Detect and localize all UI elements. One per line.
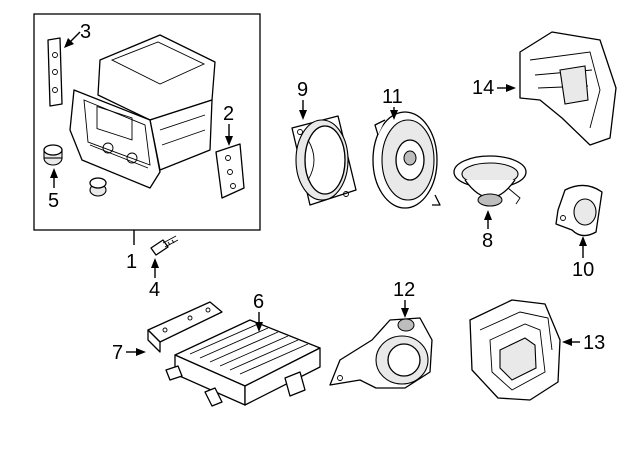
callout-7: 7 — [112, 342, 123, 364]
callout-14: 14 — [472, 77, 494, 99]
head-unit-assembly-box — [33, 13, 261, 231]
callout-6: 6 — [253, 291, 264, 313]
amplifier-6 — [165, 319, 321, 407]
mid-speaker-with-bracket-12 — [329, 317, 433, 389]
right-mounting-bracket — [215, 143, 245, 199]
subwoofer-enclosure-13 — [469, 299, 561, 401]
callout-3: 3 — [80, 21, 91, 43]
callout-2: 2 — [223, 103, 234, 125]
callout-11: 11 — [382, 86, 403, 108]
tweeter-speaker-8 — [453, 155, 527, 207]
front-door-speaker-9 — [291, 115, 357, 206]
callout-13: 13 — [583, 332, 605, 354]
left-mounting-bracket — [47, 37, 63, 107]
callout-5: 5 — [48, 190, 59, 212]
head-unit-radio — [69, 34, 216, 189]
coaxial-speaker-11 — [372, 111, 441, 209]
amplifier-cover-14 — [519, 31, 617, 146]
callout-10: 10 — [572, 259, 594, 281]
callout-1: 1 — [126, 251, 137, 273]
mounting-bolt — [150, 235, 179, 256]
control-knobs — [43, 144, 107, 197]
callout-9: 9 — [297, 79, 308, 101]
callout-12: 12 — [393, 279, 415, 301]
speaker-bracket-10 — [555, 184, 603, 237]
callout-4: 4 — [149, 279, 160, 301]
callout-8: 8 — [482, 230, 493, 252]
amplifier-bracket-7 — [147, 301, 223, 353]
